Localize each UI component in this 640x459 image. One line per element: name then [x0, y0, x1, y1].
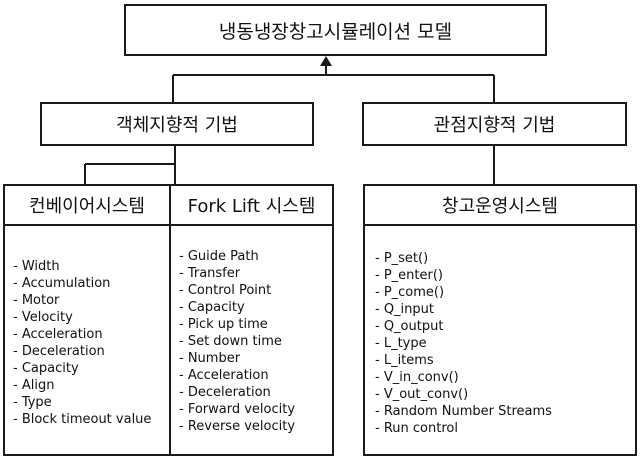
list-item: - Motor: [13, 293, 60, 308]
conveyor-attribute-list: - Width - Accumulation - Motor - Velocit…: [13, 258, 151, 428]
list-item: - Deceleration: [13, 344, 105, 359]
list-item: - Random Number Streams: [375, 404, 552, 419]
warehouse-attribute-list: - P_set() - P_enter() - P_come() - Q_inp…: [375, 250, 552, 437]
list-item: - V_out_conv(): [375, 387, 469, 402]
list-item: - L_type: [375, 336, 427, 351]
list-item: - Set down time: [179, 334, 282, 349]
list-item: - Velocity: [13, 310, 73, 325]
list-item: - P_enter(): [375, 268, 443, 283]
list-item: - P_set(): [375, 251, 429, 266]
list-item: - Guide Path: [179, 249, 259, 264]
aspect-method-label: 관점지향적 기법: [433, 115, 556, 136]
forklift-attribute-list: - Guide Path - Transfer - Control Point …: [179, 248, 295, 435]
list-item: - Acceleration: [13, 327, 103, 342]
list-item: - P_come(): [375, 285, 445, 300]
warehouse-header-box: 창고운영시스템: [363, 184, 637, 226]
model-title-box: 냉동냉장창고시뮬레이션 모델: [124, 4, 547, 56]
warehouse-header: 창고운영시스템: [442, 196, 558, 217]
list-item: - Number: [179, 351, 241, 366]
list-item: - Deceleration: [179, 385, 271, 400]
list-item: - V_in_conv(): [375, 370, 459, 385]
forklift-header-box: Fork Lift 시스템: [169, 184, 334, 226]
list-item: - Capacity: [13, 361, 79, 376]
forklift-attributes-box: - Guide Path - Transfer - Control Point …: [169, 224, 334, 456]
conveyor-header: 컨베이어시스템: [29, 196, 145, 217]
list-item: - Forward velocity: [179, 402, 296, 417]
conveyor-attributes-box: - Width - Accumulation - Motor - Velocit…: [3, 224, 171, 456]
list-item: - Q_input: [375, 302, 434, 317]
object-method-label: 객체지향적 기법: [116, 115, 238, 136]
list-item: - Type: [13, 395, 52, 410]
arrow-head: [320, 56, 332, 66]
list-item: - Q_output: [375, 319, 444, 334]
list-item: - Acceleration: [179, 368, 269, 383]
list-item: - Width: [13, 259, 60, 274]
list-item: - Block timeout value: [13, 412, 152, 427]
warehouse-attributes-box: - P_set() - P_enter() - P_come() - Q_inp…: [363, 224, 637, 456]
list-item: - Align: [13, 378, 55, 393]
conveyor-header-box: 컨베이어시스템: [3, 184, 171, 226]
model-title: 냉동냉장창고시뮬레이션 모델: [218, 20, 453, 43]
list-item: - Control Point: [179, 283, 272, 298]
list-item: - Run control: [375, 421, 458, 436]
list-item: - L_items: [375, 353, 434, 368]
forklift-header: Fork Lift 시스템: [187, 196, 316, 217]
list-item: - Reverse velocity: [179, 419, 296, 434]
object-method-box: 객체지향적 기법: [40, 102, 314, 146]
aspect-method-box: 관점지향적 기법: [362, 102, 627, 146]
list-item: - Capacity: [179, 300, 245, 315]
list-item: - Pick up time: [179, 317, 268, 332]
list-item: - Accumulation: [13, 276, 111, 291]
list-item: - Transfer: [179, 266, 241, 281]
